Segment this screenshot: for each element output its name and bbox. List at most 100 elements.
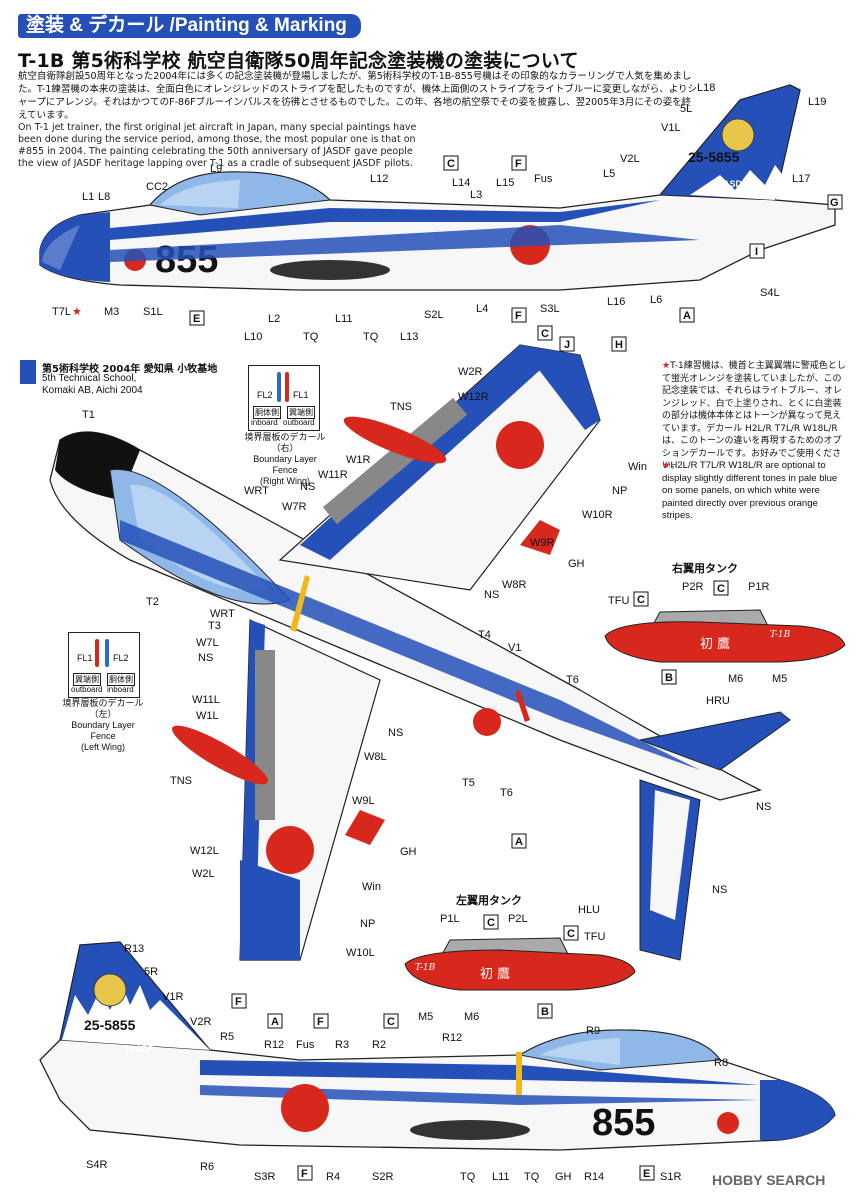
top-view-planform (49, 344, 791, 961)
svg-text:R13: R13 (124, 943, 144, 955)
svg-text:NP: NP (360, 918, 375, 930)
top-profile-labels: L1 L8 CC2 L9 L12 L14 L3 L15 Fus L5 V2L V… (52, 82, 843, 343)
right-tank-title: 右翼用タンク (672, 562, 738, 575)
svg-text:S3R: S3R (254, 1171, 275, 1183)
left-side-profile: 25-5855 JASDF 855 (39, 84, 836, 291)
inboard-right: inboard (251, 418, 278, 427)
star-icon: ★ (662, 460, 671, 471)
right-tank-text2: T-1B (770, 630, 791, 640)
svg-text:TQ: TQ (524, 1171, 540, 1183)
right-tank-drawing: 初 鷹 T-1B TFU P2R P1R M6 M5 C C B (604, 580, 846, 685)
fence-decal-red (285, 372, 289, 402)
svg-text:I: I (755, 246, 758, 258)
svg-text:C: C (567, 928, 575, 940)
svg-text:W12L: W12L (190, 845, 219, 857)
section-title: T-1B 第5術科学校 航空自衛隊50周年記念塗装機の塗装について (18, 50, 579, 72)
svg-text:5L: 5L (680, 103, 692, 115)
svg-text:F: F (515, 158, 522, 170)
svg-text:C: C (447, 158, 455, 170)
left-tank-text: 初 鷹 (480, 967, 510, 982)
svg-text:S3L: S3L (540, 303, 560, 315)
svg-text:5R: 5R (144, 966, 158, 978)
svg-text:L3: L3 (470, 189, 482, 201)
svg-text:A: A (683, 310, 691, 322)
fence-caption-left-jp: 境界層板のデカール（左） (62, 698, 144, 719)
svg-text:B: B (665, 672, 673, 684)
footer-logo: HOBBY SEARCH (712, 1172, 826, 1188)
right-side-profile: 25-5855 JASDF 855 (39, 941, 836, 1151)
svg-text:HLU: HLU (578, 904, 600, 916)
svg-text:R2: R2 (372, 1039, 386, 1051)
svg-text:W9L: W9L (352, 795, 375, 807)
svg-text:T6: T6 (566, 674, 579, 686)
svg-text:P2L: P2L (508, 913, 528, 925)
svg-text:C: C (637, 594, 645, 606)
fl1-right: FL1 (293, 390, 309, 400)
svg-text:L13: L13 (400, 331, 418, 343)
svg-text:V1L: V1L (661, 122, 681, 134)
svg-text:S4L: S4L (760, 287, 780, 299)
location-jp: 第5術科学校 2004年 愛知県 小牧基地 (42, 364, 218, 375)
left-tank-text2: T-1B (415, 963, 436, 973)
svg-text:M6: M6 (728, 673, 743, 685)
fence-caption-right-jp: 境界層板のデカール（右） (244, 432, 326, 453)
svg-text:L5: L5 (603, 168, 615, 180)
header-bar: 塗装 & デカール /Painting & Marking (0, 0, 861, 38)
location-marker (20, 360, 36, 384)
svg-text:HRU: HRU (706, 695, 730, 707)
location-en-line2: Komaki AB, Aichi 2004 (42, 385, 143, 396)
svg-text:W2R: W2R (458, 366, 483, 378)
svg-text:NS: NS (198, 652, 213, 664)
svg-text:TQ: TQ (363, 331, 379, 343)
svg-text:L2: L2 (268, 313, 280, 325)
svg-text:WRT: WRT (244, 485, 269, 497)
svg-text:W11R: W11R (318, 469, 348, 481)
svg-text:A: A (271, 1016, 279, 1028)
svg-text:S1L: S1L (143, 306, 163, 318)
fence-box-right: FL2 FL1 胴体側 翼端側 inboard outboard (248, 365, 320, 431)
svg-text:C: C (717, 583, 725, 595)
svg-text:M3: M3 (104, 306, 119, 318)
svg-text:W12R: W12R (458, 391, 489, 403)
fl1-left: FL1 (77, 653, 93, 663)
svg-text:R8: R8 (714, 1057, 728, 1069)
svg-text:W1R: W1R (346, 454, 371, 466)
inboard-jp-left: 胴体側 (107, 673, 135, 686)
svg-text:NS: NS (712, 884, 727, 896)
svg-text:C: C (387, 1016, 395, 1028)
svg-text:L11: L11 (335, 313, 353, 325)
svg-text:H: H (615, 339, 623, 351)
svg-text:L14: L14 (452, 177, 470, 189)
svg-text:R14: R14 (584, 1171, 604, 1183)
svg-text:NS: NS (300, 481, 315, 493)
svg-text:TNS: TNS (390, 401, 412, 413)
svg-text:W7R: W7R (282, 501, 307, 513)
svg-text:TNS: TNS (170, 775, 192, 787)
inboard-jp-right: 胴体側 (253, 406, 281, 419)
svg-text:F: F (515, 310, 522, 322)
svg-text:E: E (643, 1168, 650, 1180)
fence-caption-left-en1: Boundary Layer Fence (71, 720, 135, 741)
header-title: 塗装 & デカール /Painting & Marking (18, 14, 361, 38)
svg-text:L15: L15 (496, 177, 514, 189)
svg-text:R4: R4 (326, 1171, 340, 1183)
left-tank-drawing: 初 鷹 T-1B P1L P2L TFU M5 M6 C C B (404, 913, 636, 1023)
svg-text:L6: L6 (650, 294, 662, 306)
jp-description: 航空自衛隊創設50周年となった2004年には多くの記念塗装機が登場しましたが、第… (18, 71, 698, 121)
svg-text:T6: T6 (500, 787, 513, 799)
fl2-left: FL2 (113, 653, 129, 663)
svg-text:P1L: P1L (440, 913, 460, 925)
svg-text:L16: L16 (607, 296, 625, 308)
fence-decal-blue (105, 639, 109, 667)
fence-box-left: FL1 FL2 翼端側 胴体側 outboard inboard (68, 632, 140, 698)
svg-text:W8R: W8R (502, 579, 527, 591)
svg-text:W7L: W7L (196, 637, 219, 649)
svg-text:W10L: W10L (346, 947, 375, 959)
svg-text:L8: L8 (98, 191, 110, 203)
jasdf-bottom: JASDF (124, 1044, 154, 1054)
location-en: 5th Technical School, Komaki AB, Aichi 2… (42, 373, 182, 397)
svg-text:NS: NS (756, 801, 771, 813)
outboard-right: outboard (283, 418, 315, 427)
svg-text:R12: R12 (264, 1039, 284, 1051)
